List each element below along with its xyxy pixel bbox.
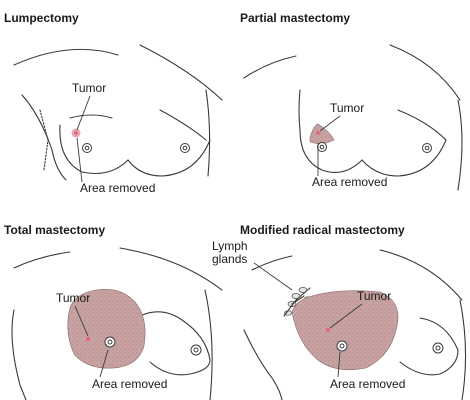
panel-title: Total mastectomy [4, 223, 105, 237]
tumor-marker [74, 131, 78, 135]
lymph-leader [254, 263, 292, 290]
tumor-leader [77, 96, 90, 130]
tumor-leader [320, 116, 340, 131]
areola-center [85, 146, 89, 150]
tumor-marker [86, 337, 90, 341]
removed-label: Area removed [80, 181, 155, 195]
panel-title: Lumpectomy [4, 11, 79, 25]
panel-total-mastectomy: Total mastectomy Tumor Area removed [4, 223, 222, 400]
panel-lumpectomy: Lumpectomy Tumor Area removed [4, 11, 222, 195]
areola-center [108, 340, 112, 344]
lymph-label-line2: glands [212, 252, 247, 266]
tumor-marker [316, 131, 320, 135]
tumor-label: Tumor [330, 101, 364, 115]
areola-center [436, 346, 440, 350]
lymph-label-line1: Lymph [212, 239, 248, 253]
tumor-label: Tumor [56, 291, 90, 305]
tumor-label: Tumor [357, 289, 391, 303]
panel-partial-mastectomy: Partial mastectomy Tumor Area removed [240, 11, 462, 190]
panel-title: Modified radical mastectomy [240, 223, 405, 237]
areola-center [340, 344, 344, 348]
areola-center [320, 145, 324, 149]
removed-label: Area removed [312, 175, 387, 189]
torso-outline [14, 45, 222, 180]
areola-center [194, 348, 198, 352]
panel-title: Partial mastectomy [240, 11, 350, 25]
areola-center [183, 146, 187, 150]
removed-label: Area removed [92, 377, 167, 391]
areola-center [425, 146, 429, 150]
torso-outline [244, 45, 462, 190]
removed-label: Area removed [330, 377, 405, 391]
removed-leader [77, 138, 82, 182]
panel-modified-radical-mastectomy: Modified radical mastectomy Lymph glands… [212, 223, 466, 400]
tumor-label: Tumor [72, 81, 106, 95]
removed-area [310, 124, 334, 144]
tumor-marker [326, 328, 330, 332]
